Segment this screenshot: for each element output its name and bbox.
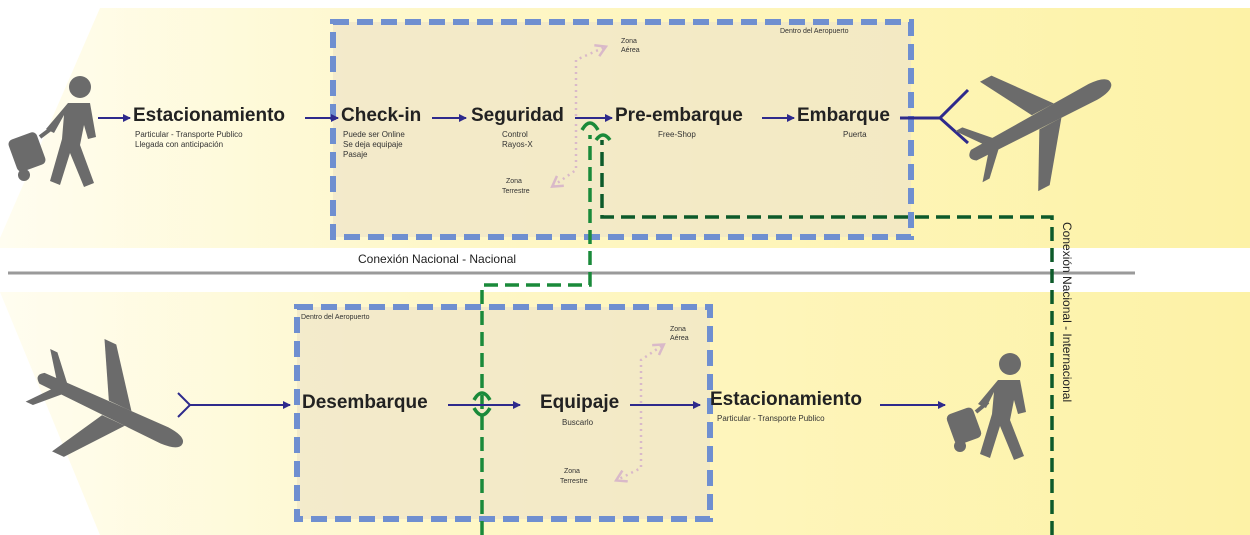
bottom-parking-title: Estacionamiento [710, 389, 863, 410]
checkin-line2: Se deja equipaje [343, 140, 403, 149]
airplane-icon [25, 339, 184, 457]
bottom-air-zone-line2: Aérea [670, 335, 689, 342]
bottom-land-zone-line1: Zona [564, 468, 580, 475]
bottom-zone-label: Dentro del Aeropuerto [301, 314, 370, 321]
national-connection-label: Conexión Nacional - Nacional [358, 252, 517, 266]
route-hop-bottom [472, 391, 492, 417]
traveler-icon [8, 76, 96, 187]
boarding-title: Embarque [797, 105, 890, 126]
boarding-line1: Puerta [843, 130, 867, 139]
checkin-line3: Pasaje [343, 150, 368, 159]
top-parking-line2: Llegada con anticipación [135, 140, 224, 149]
baggage-line1: Buscarlo [562, 418, 594, 427]
top-air-zone-line2: Aérea [621, 47, 640, 54]
checkin-title: Check-in [341, 105, 422, 126]
bottom-land-zone-line2: Terrestre [560, 478, 588, 485]
airplane-icon [955, 75, 1112, 192]
top-parking-title: Estacionamiento [133, 105, 286, 126]
route-hop-top [580, 121, 612, 142]
top-parking-line1: Particular - Transporte Publico [135, 130, 243, 139]
baggage-title: Equipaje [540, 392, 620, 413]
top-airport-zone [330, 19, 914, 240]
security-line1: Control [502, 130, 528, 139]
bottom-air-zone-path [639, 345, 663, 403]
international-connection-label: Conexión Nacional - Internacional [1060, 222, 1074, 403]
top-land-zone-line2: Terrestre [502, 188, 530, 195]
top-zone-label: Dentro del Aeropuerto [780, 28, 849, 35]
top-air-zone-path [574, 47, 605, 116]
international-connection-route [600, 140, 1054, 535]
preboarding-title: Pre-embarque [615, 105, 743, 126]
top-air-zone-line1: Zona [621, 38, 637, 45]
checkin-line1: Puede ser Online [343, 130, 405, 139]
bottom-parking-line1: Particular - Transporte Publico [717, 414, 825, 423]
security-line2: Rayos-X [502, 140, 533, 149]
bottom-land-zone-path [617, 411, 643, 480]
traveler-icon [946, 353, 1026, 460]
top-land-zone-line1: Zona [506, 178, 522, 185]
preboarding-line1: Free-Shop [658, 130, 696, 139]
national-connection-route [480, 135, 592, 535]
deplaning-title: Desembarque [302, 392, 428, 413]
bottom-air-zone-line1: Zona [670, 326, 686, 333]
security-title: Seguridad [471, 105, 564, 126]
boarding-to-plane-connector [900, 88, 970, 145]
